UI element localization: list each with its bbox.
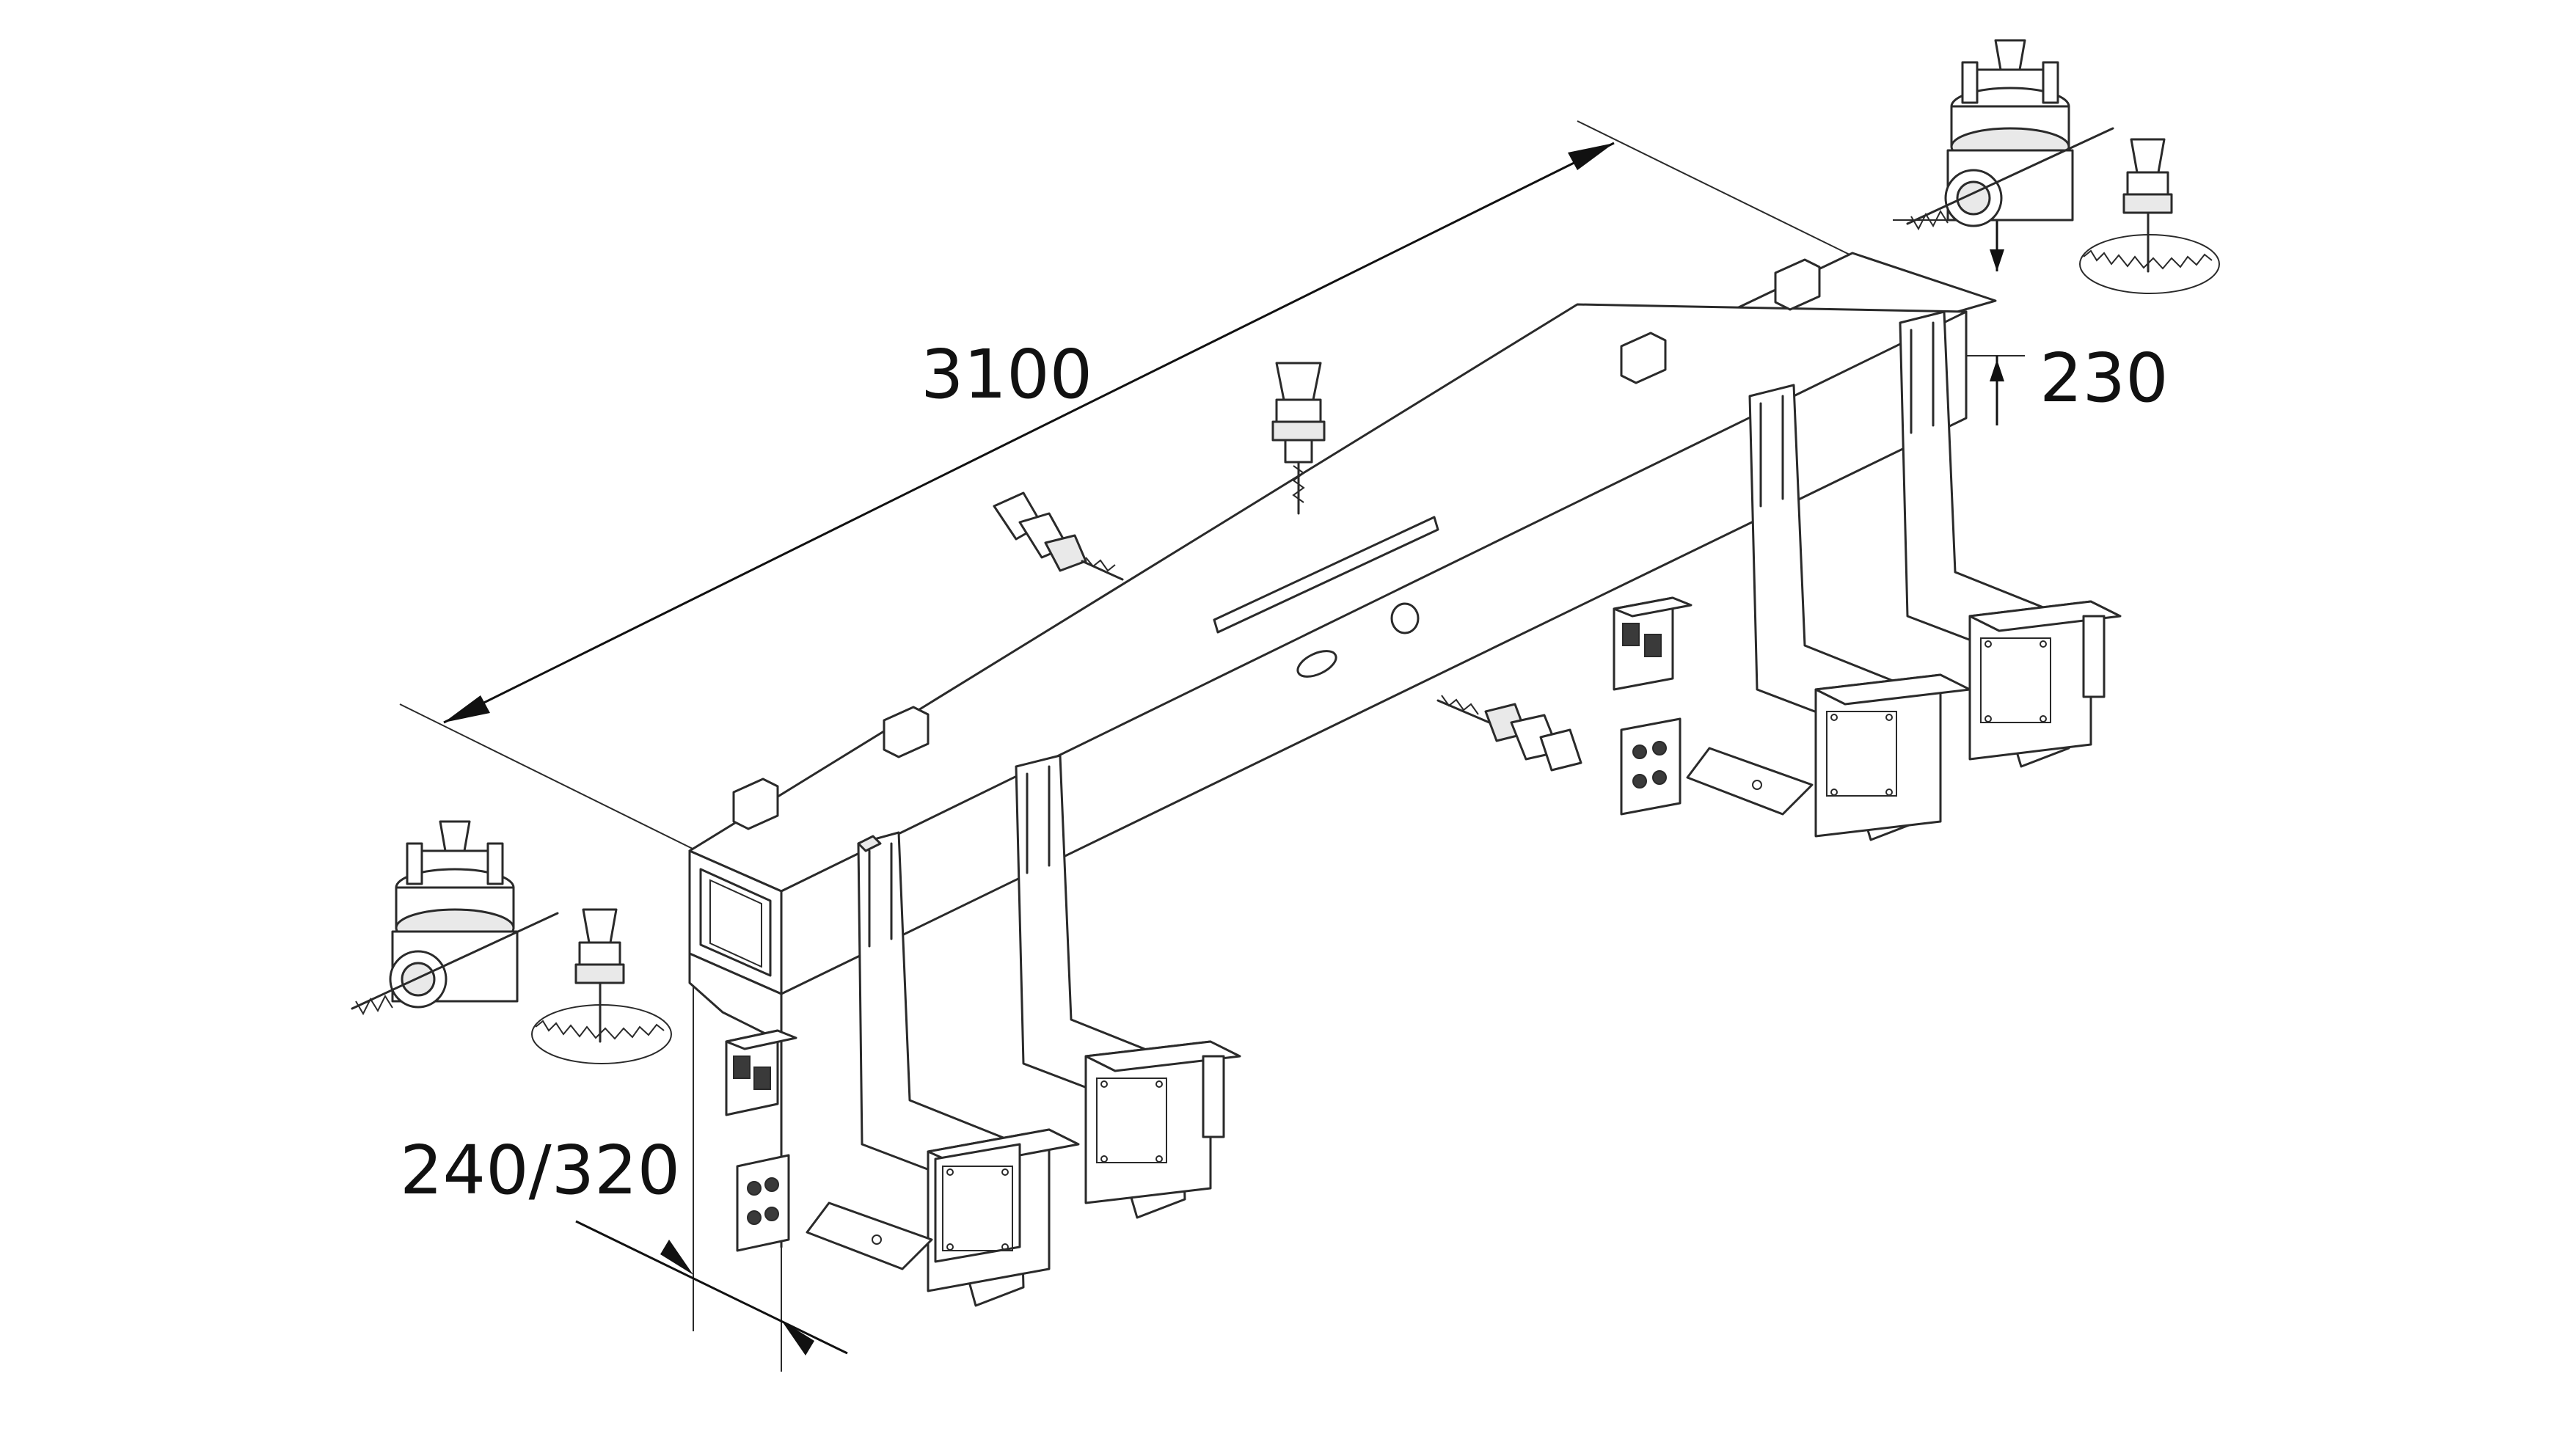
saw-blade-left: [531, 908, 672, 1064]
clamp-block-left-lower: [736, 1154, 790, 1252]
dimension-label-240-320: 240/320: [400, 1131, 681, 1210]
pod-bracket-2: [1015, 754, 1241, 1219]
tool-holder-right-tilted: [1436, 695, 1582, 772]
clamp-block-left-upper: [725, 1029, 797, 1116]
tool-holder-left-tilted: [993, 491, 1124, 581]
main-beam: [688, 252, 1997, 1248]
pod-bracket-4: [1899, 310, 2122, 768]
clamp-block-right-upper: [1613, 596, 1693, 691]
dimension-label-3100: 3100: [921, 335, 1093, 414]
pod-bracket-3: [1686, 384, 1971, 841]
tool-holder-center: [1271, 362, 1326, 515]
beam-cleats: [732, 258, 1821, 830]
dimension-3100: [399, 120, 1967, 852]
aggregate-head-left: [351, 820, 559, 1016]
pod-bracket-1: [806, 831, 1080, 1307]
clamp-block-right-lower: [1620, 717, 1682, 816]
dimension-label-230: 230: [2040, 339, 2169, 417]
saw-blade-right: [2079, 138, 2220, 294]
aggregate-head-right: [1906, 39, 2114, 231]
